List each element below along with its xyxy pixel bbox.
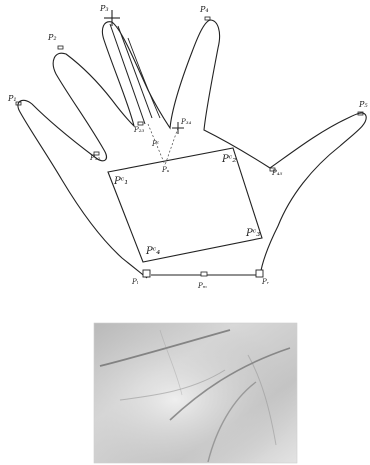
marker-tip-middle [205, 17, 210, 20]
label-roi-c3: Pᶜ₃ [245, 228, 260, 239]
label-valley-23: P₂₃ [133, 126, 145, 134]
label-p4: P₄ [199, 5, 209, 14]
label-valley-12: P₁₂ [89, 154, 101, 162]
middle-finger-inner-left [110, 24, 145, 124]
middle-finger-inner-right [118, 26, 152, 118]
label-p1: P₁ [7, 94, 17, 103]
marker-base-mid [201, 272, 207, 276]
label-base-right: Pᵣ [261, 278, 270, 286]
label-p3: P₃ [99, 4, 109, 13]
label-pc: Pᶜ [151, 140, 160, 148]
marker-base-right [256, 270, 263, 277]
label-roi-c4: Pᶜ₄ [145, 246, 160, 257]
marker-tip-index [58, 46, 63, 49]
hand-outline [18, 20, 366, 278]
marker-valley-mid [138, 122, 143, 125]
label-valley-34: P₃₄ [180, 118, 192, 126]
ring-finger-inner [128, 38, 160, 118]
roi-square [108, 148, 262, 262]
label-valley-45: P₄₅ [271, 169, 283, 177]
marker-base-left [143, 270, 150, 277]
label-pm: Pₘ [197, 282, 207, 290]
label-pu: Pᵤ [161, 166, 170, 174]
label-p5: P₅ [358, 100, 368, 109]
label-base-left: Pₗ [131, 278, 139, 286]
palmprint-roi-image [94, 323, 297, 463]
label-roi-c2: Pᶜ₂ [221, 154, 236, 165]
label-roi-c1: Pᶜ₁ [113, 176, 128, 187]
label-p2: P₂ [47, 33, 57, 42]
